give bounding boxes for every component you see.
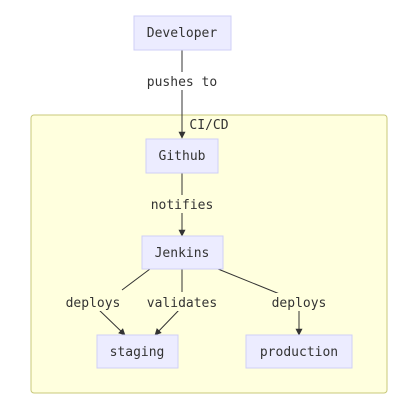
node-staging-label: staging xyxy=(110,345,165,360)
edge-label-bg-validates xyxy=(141,293,223,311)
edge-label-bg-deploys-staging xyxy=(61,293,125,311)
node-developer[interactable]: Developer xyxy=(133,15,232,51)
node-production-label: production xyxy=(260,345,338,360)
node-jenkins-label: Jenkins xyxy=(155,246,210,261)
node-github[interactable]: Github xyxy=(145,138,219,174)
node-developer-box[interactable] xyxy=(133,15,232,51)
edge-jenkins-staging-deploy-2 xyxy=(96,307,126,336)
edge-jenkins-staging-validate-2 xyxy=(154,308,181,336)
edge-label-notifies: notifies xyxy=(151,198,214,213)
edge-label-bg-deploys-production xyxy=(266,293,332,311)
edge-label-bg-pushes xyxy=(141,72,223,90)
node-jenkins[interactable]: Jenkins xyxy=(141,235,224,270)
node-jenkins-box[interactable] xyxy=(141,235,224,270)
cluster-label: CI/CD xyxy=(189,118,228,133)
edge-labels: pushes to notifies deploys validates dep… xyxy=(61,72,332,311)
node-production-box[interactable] xyxy=(245,334,353,369)
node-github-box[interactable] xyxy=(145,138,219,174)
edge-label-bg-notifies xyxy=(145,195,219,213)
node-github-label: Github xyxy=(159,149,206,164)
node-developer-label: Developer xyxy=(147,26,218,41)
nodes: Developer Github Jenkins staging product… xyxy=(96,15,353,369)
node-staging-box[interactable] xyxy=(96,334,179,369)
node-production[interactable]: production xyxy=(245,334,353,369)
edge-label-validates: validates xyxy=(147,296,217,311)
edge-label-deploys-production: deploys xyxy=(272,296,327,311)
edge-jenkins-staging-deploy xyxy=(121,268,151,291)
edge-label-deploys-staging: deploys xyxy=(66,296,121,311)
node-staging[interactable]: staging xyxy=(96,334,179,369)
edge-label-pushes-to: pushes to xyxy=(147,75,217,90)
